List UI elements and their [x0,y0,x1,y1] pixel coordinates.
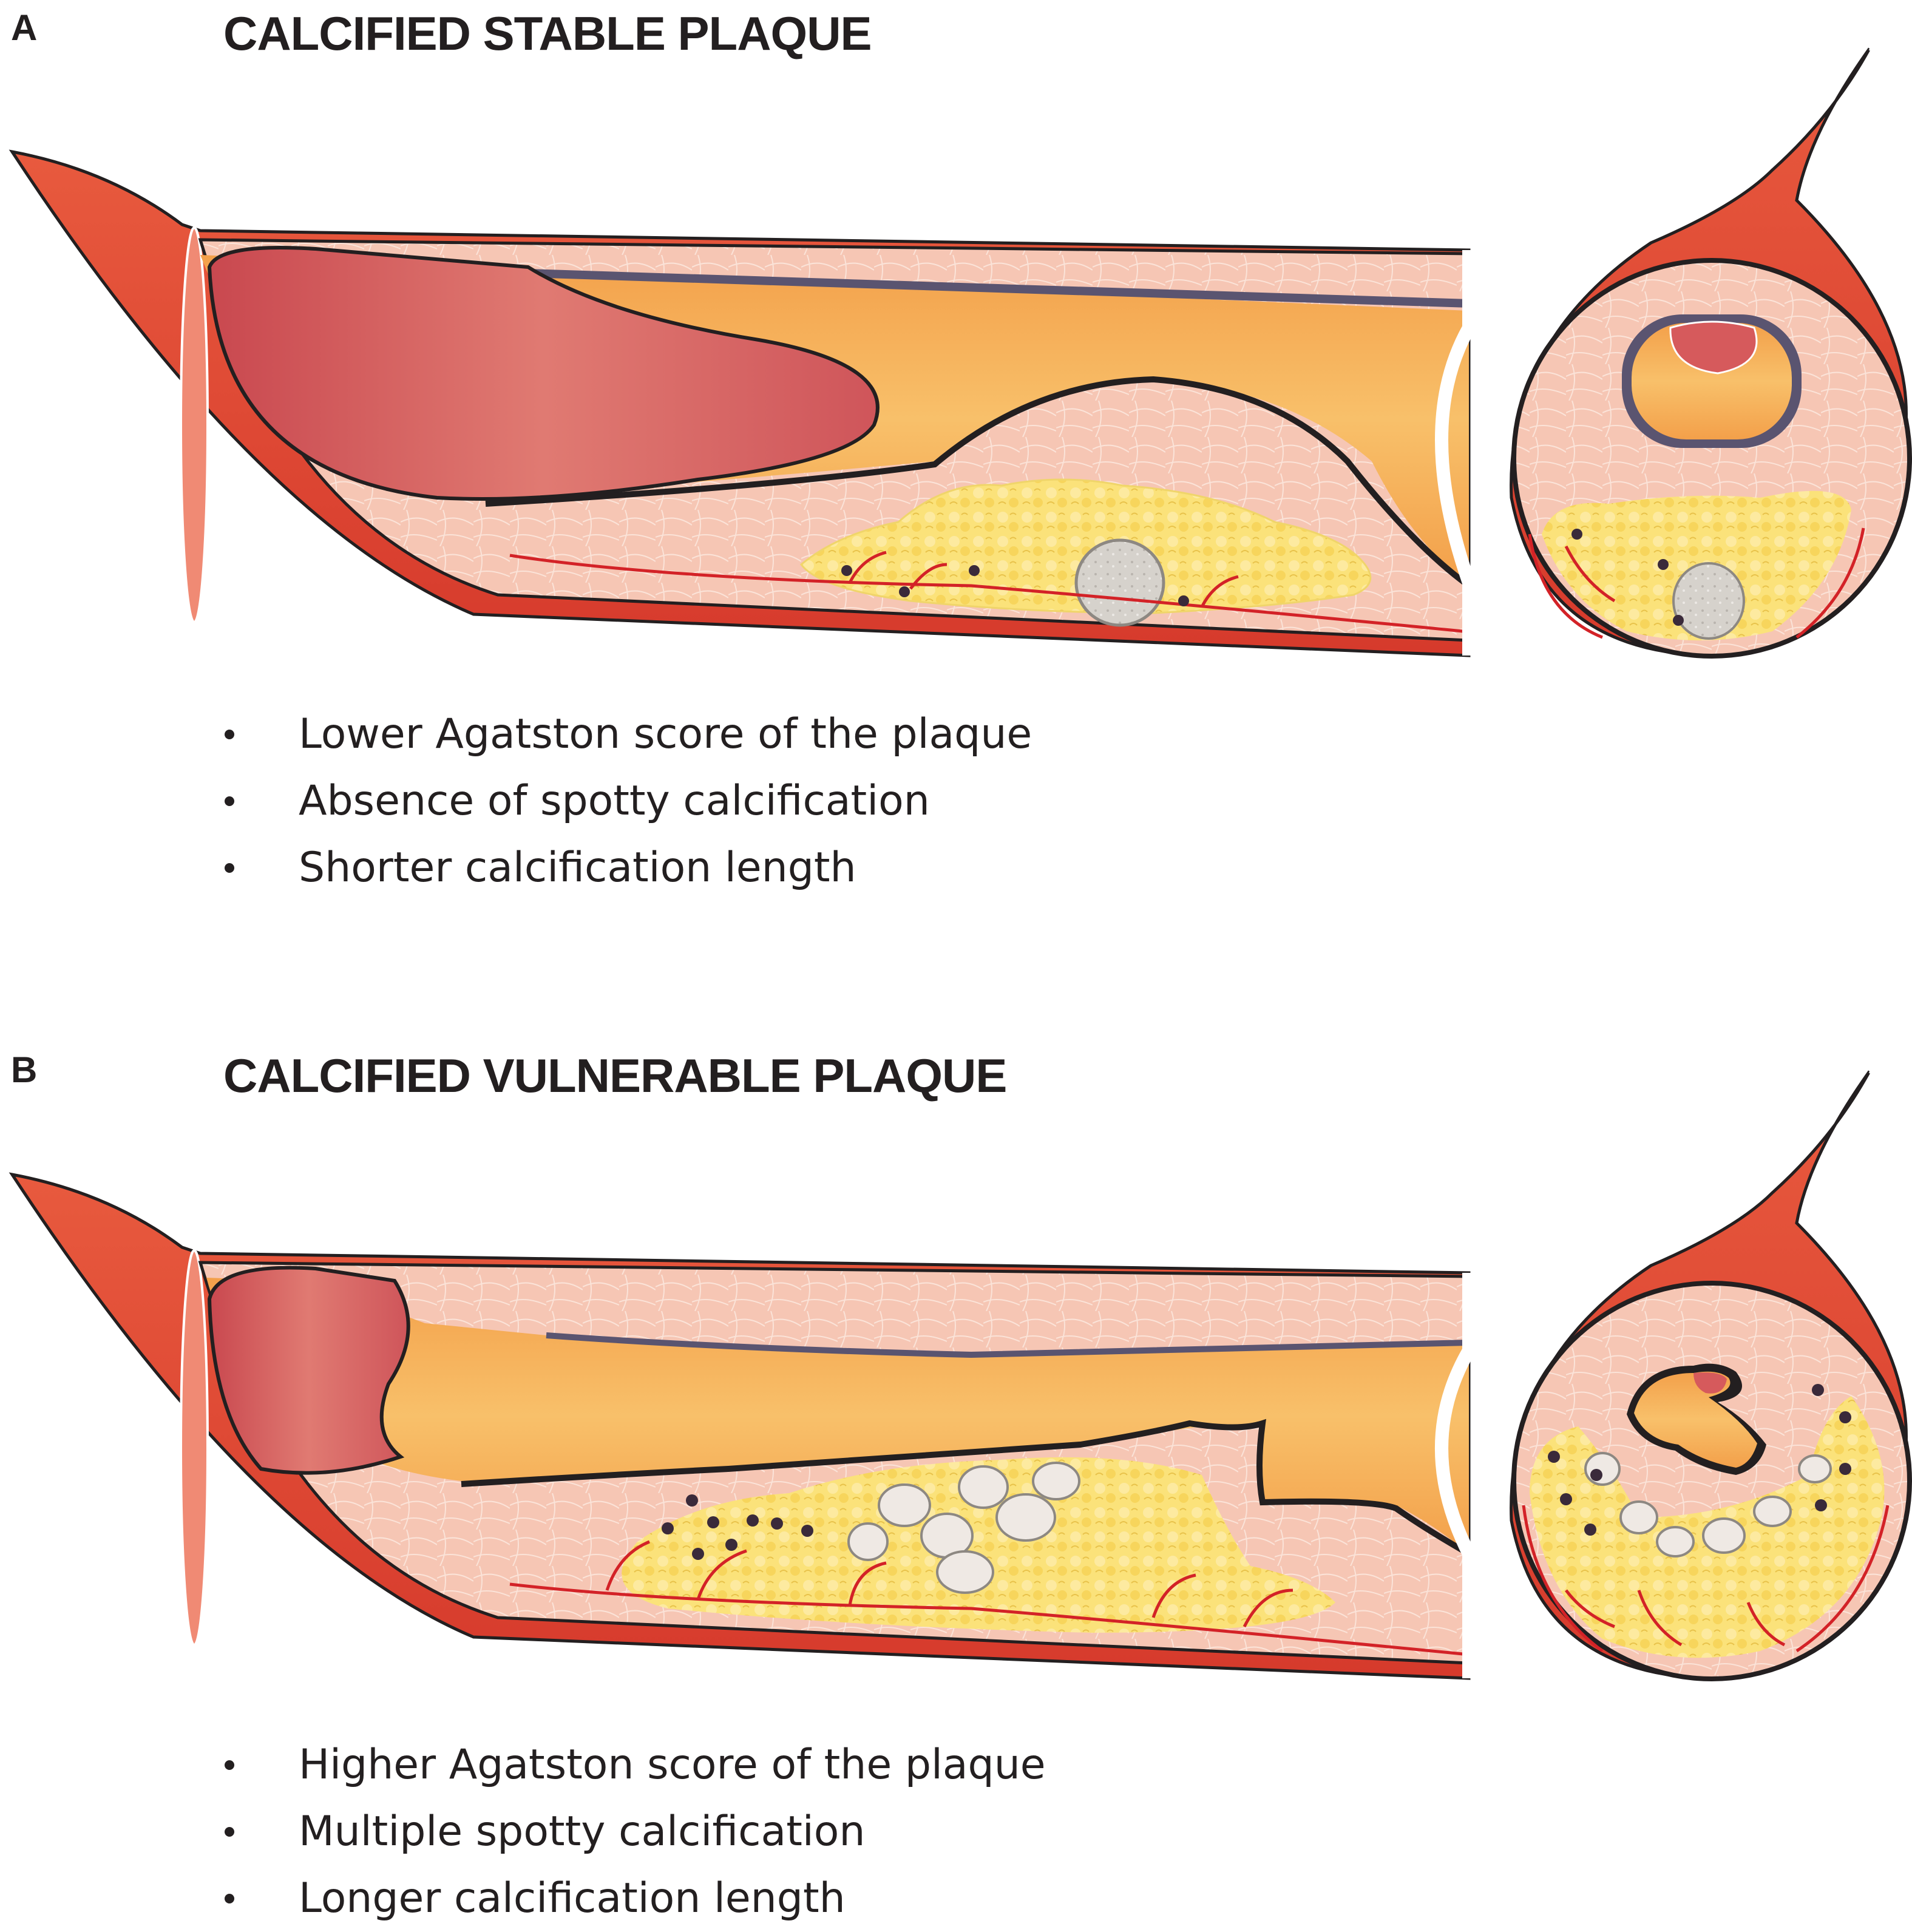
panel-a-bullet: Lower Agatston score of the plaque [220,701,1032,768]
panel-a-bullet: Shorter calcification length [220,835,1032,901]
panel-b-bullet-list: Higher Agatston score of the plaque Mult… [220,1732,1046,1932]
panel-b-bullet: Multiple spotty calcification [220,1798,1046,1865]
panel-b-cross-section [1510,1069,1912,1681]
panel-a-bullet-list: Lower Agatston score of the plaque Absen… [220,701,1032,901]
panel-b-longitudinal-artery [8,1172,1476,1680]
panel-a-bullet: Absence of spotty calcification [220,768,1032,835]
panel-b-title: CALCIFIED VULNERABLE PLAQUE [223,1049,1007,1102]
panel-b-bullet: Longer calcification length [220,1865,1046,1932]
panel-a-letter: A [11,7,38,48]
panel-b-bullet: Higher Agatston score of the plaque [220,1732,1046,1798]
panel-a-cross-section [1510,47,1912,659]
panel-a-title: CALCIFIED STABLE PLAQUE [223,7,872,60]
panel-a-longitudinal-artery [8,149,1476,657]
panel-b-letter: B [11,1049,38,1090]
